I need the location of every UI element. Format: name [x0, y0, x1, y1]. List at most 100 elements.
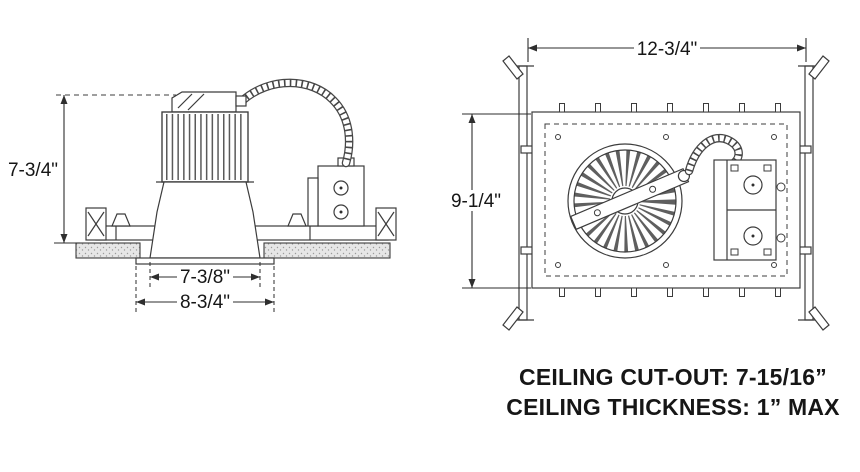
screw-hole [663, 134, 669, 140]
arrowhead [797, 44, 806, 52]
box-ear [776, 233, 786, 243]
edge-tab [631, 287, 637, 297]
cap-hatch [177, 93, 193, 109]
screw-hole [771, 262, 777, 268]
label-background [634, 37, 700, 59]
edge-tab [559, 103, 565, 113]
rail-tab [111, 213, 131, 227]
arrowhead [265, 298, 274, 306]
edge-tab [703, 287, 709, 297]
bar-end-tab [502, 55, 524, 80]
bar [804, 65, 814, 321]
bar-clip [520, 246, 534, 255]
bar-end-tab [502, 306, 524, 331]
edge-tab [775, 103, 781, 113]
edge-tab [667, 287, 673, 297]
box-tab [730, 164, 739, 172]
arrowhead [528, 44, 537, 52]
conduit-tube [237, 78, 354, 168]
reflector-cone [149, 181, 261, 259]
box-tab [763, 248, 772, 256]
junction-box-body [317, 165, 365, 227]
conduit-tube-inner [686, 135, 742, 174]
frame-edge-tabs [559, 103, 781, 297]
flex-conduit-side [237, 78, 354, 168]
dimension-depth: 9-1/4" [448, 113, 531, 289]
plan-view: 12-3/4" 9-1/4" [448, 37, 830, 331]
bar-clip [798, 145, 812, 154]
flex-conduit-plan [684, 134, 743, 176]
edge-tab [703, 103, 709, 113]
mounting-bar [569, 167, 691, 231]
label-background [177, 291, 233, 312]
hanger-bar-left [502, 55, 534, 331]
bar-end-tab [808, 306, 830, 331]
knockout-dot [339, 210, 343, 214]
frame-inner-dashed [544, 123, 788, 277]
ceiling-section [75, 242, 391, 265]
dimension-width: 12-3/4" [527, 37, 807, 62]
aperture-width-label: 7-3/8" [180, 267, 230, 288]
lamp-housing [156, 111, 254, 183]
box-tab [763, 164, 772, 172]
bar [518, 65, 528, 321]
hanger-bar-right [798, 55, 830, 331]
cap-stub [235, 95, 247, 107]
arrowhead [468, 114, 476, 123]
light-engine [567, 143, 691, 259]
cap-hatch [187, 93, 205, 111]
dimension-height: 7-3/4" [8, 94, 176, 244]
arrowhead [60, 234, 68, 243]
knockout-dot [339, 186, 343, 190]
arrowhead [136, 298, 145, 306]
label-background [448, 190, 504, 211]
junction-box-plan [713, 159, 786, 261]
dimension-aperture: 7-3/8" [149, 262, 261, 288]
screw-hole [771, 134, 777, 140]
height-label: 7-3/4" [8, 160, 58, 181]
driver-cap [171, 91, 247, 113]
depth-label: 9-1/4" [451, 191, 501, 212]
engine-inner-ring [573, 149, 677, 253]
trim-flange [135, 257, 275, 265]
junction-box-side [307, 157, 365, 227]
box-ear [776, 182, 786, 192]
knockout-dot [751, 183, 755, 187]
arrowhead [468, 279, 476, 288]
bar-clip [798, 246, 812, 255]
edge-tab [595, 287, 601, 297]
edge-tab [667, 103, 673, 113]
ceiling-left [75, 242, 141, 259]
label-background [177, 266, 233, 287]
box-tab [730, 248, 739, 256]
screw-hole [555, 134, 561, 140]
screw-hole [555, 262, 561, 268]
width-label: 12-3/4" [637, 39, 698, 60]
spec-notes: CEILING CUT-OUT: 7-15/16” CEILING THICKN… [506, 364, 840, 420]
ceiling-cutout-note: CEILING CUT-OUT: 7-15/16” [519, 364, 827, 390]
edge-tab [559, 287, 565, 297]
conduit-ribs [239, 79, 353, 165]
bar-end-tab [808, 55, 830, 80]
frame-screws [555, 134, 777, 268]
engine-fins [574, 150, 676, 252]
edge-tab [739, 103, 745, 113]
ceiling-right [263, 242, 391, 259]
arrowhead [150, 273, 159, 281]
arrowhead [60, 95, 68, 104]
edge-tab [595, 103, 601, 113]
bar-screw [649, 185, 657, 193]
edge-tab [739, 287, 745, 297]
edge-tab [775, 287, 781, 297]
ceiling-thickness-note: CEILING THICKNESS: 1” MAX [506, 394, 840, 420]
frame-width-label: 8-3/4" [180, 292, 230, 313]
screw-hole [663, 262, 669, 268]
cap-body [171, 91, 237, 113]
housing-body [161, 111, 249, 183]
edge-tab [631, 103, 637, 113]
bar-screw [593, 209, 601, 217]
dimension-frame-width: 8-3/4" [135, 266, 275, 313]
arrowhead [251, 273, 260, 281]
